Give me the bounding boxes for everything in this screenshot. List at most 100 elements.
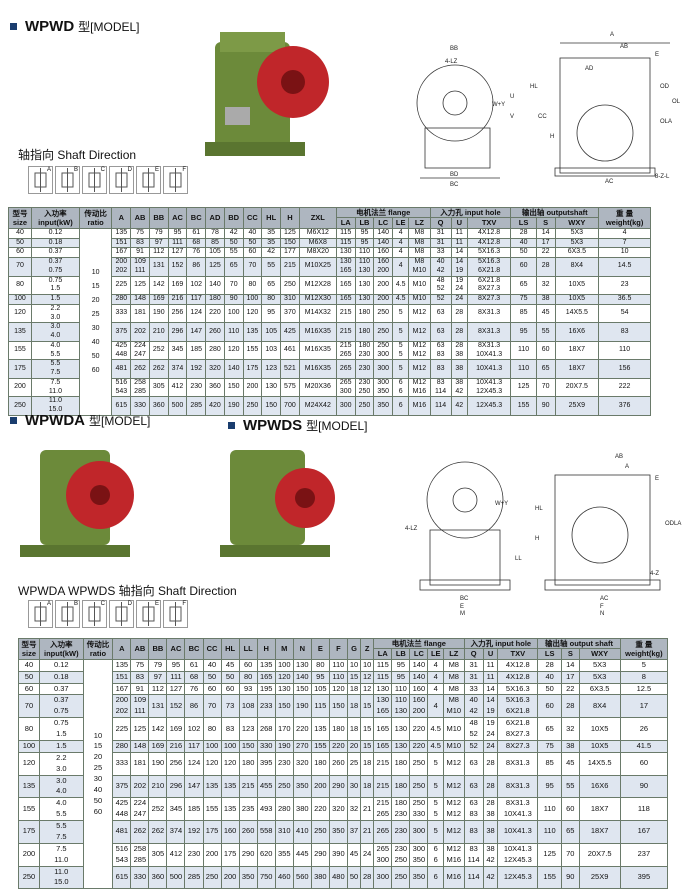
table-cell: 169 bbox=[148, 739, 168, 753]
model-name: WPWDA bbox=[25, 412, 85, 429]
table-cell: 91 bbox=[130, 682, 150, 696]
table-cell: 115 bbox=[335, 227, 356, 239]
table-cell: 169 bbox=[148, 294, 169, 305]
table-cell: 142 bbox=[148, 717, 168, 741]
table-cell: 5 bbox=[619, 658, 669, 672]
table-cell: 115 bbox=[335, 237, 356, 249]
size-cell: 175 bbox=[8, 359, 32, 379]
table-cell: 4.5 bbox=[392, 275, 410, 295]
table-cell: 395 bbox=[256, 751, 276, 776]
column-header: BB bbox=[148, 638, 168, 660]
column-header: LC bbox=[409, 648, 429, 660]
table-cell: 11 bbox=[482, 670, 499, 684]
table-cell: 79 bbox=[148, 227, 169, 239]
table-cell: 493 bbox=[256, 797, 276, 821]
table-cell: 290 bbox=[310, 842, 330, 867]
table-cell: 360 bbox=[148, 396, 169, 416]
table-cell: 100 bbox=[220, 739, 240, 753]
shaft-direction-letter: F bbox=[182, 167, 186, 173]
table-cell: 4 bbox=[427, 670, 445, 684]
table-cell: 50 bbox=[223, 237, 244, 249]
table-cell: 3.0 4.0 bbox=[30, 322, 80, 342]
shaft-direction-title: WPWDA WPWDS 轴指向 Shaft Direction bbox=[18, 584, 237, 598]
table-cell: 0.75 1.5 bbox=[38, 717, 84, 741]
table-cell: 80 bbox=[310, 658, 330, 672]
size-cell: 40 bbox=[18, 658, 40, 672]
table-cell: 1.5 bbox=[38, 739, 84, 753]
table-cell: 68 bbox=[184, 670, 204, 684]
table-cell: 140 bbox=[292, 670, 312, 684]
table-cell: 11 bbox=[450, 227, 468, 239]
table-cell: 16X6 bbox=[554, 322, 600, 342]
table-cell: 262 bbox=[148, 820, 168, 844]
size-cell: 250 bbox=[8, 396, 32, 416]
table-cell: M8 M10 bbox=[408, 257, 431, 277]
table-cell: 5 5 bbox=[427, 797, 445, 821]
table-cell: M16X35 bbox=[298, 322, 337, 342]
table-cell: 280 bbox=[205, 340, 225, 361]
shaft-direction-icon: E bbox=[136, 600, 161, 628]
table-cell: 95 bbox=[354, 227, 375, 239]
table-cell: 147 bbox=[184, 774, 204, 799]
size-cell: 135 bbox=[8, 322, 32, 342]
table-cell: 120 bbox=[223, 340, 244, 361]
table-cell: 80 bbox=[261, 294, 282, 305]
table-cell: 65 bbox=[510, 275, 537, 295]
table-cell: 4 bbox=[392, 237, 410, 249]
table-cell: 135 bbox=[256, 658, 276, 672]
table-cell: 195 bbox=[256, 682, 276, 696]
table-cell: 83 bbox=[598, 322, 651, 342]
table-cell: 38 bbox=[561, 739, 580, 753]
table-cell: M10 bbox=[408, 294, 431, 305]
size-cell: 100 bbox=[18, 739, 40, 753]
table-cell: 111 bbox=[167, 237, 188, 249]
table-cell: 0.18 bbox=[38, 670, 84, 684]
table-cell: 4 bbox=[427, 658, 445, 672]
table-cell: 148 bbox=[130, 294, 150, 305]
table-cell: 30 bbox=[346, 774, 362, 799]
table-cell: 83 bbox=[220, 717, 240, 741]
table-cell: 216 bbox=[166, 739, 186, 753]
table-cell: 4X12.8 bbox=[466, 237, 512, 249]
column-header: N bbox=[292, 638, 312, 660]
table-cell: 296 bbox=[167, 322, 188, 342]
table-cell: 95 bbox=[167, 227, 188, 239]
table-cell: 22 bbox=[561, 682, 580, 696]
table-cell: 32 bbox=[535, 275, 556, 295]
table-cell: 230 bbox=[354, 359, 375, 379]
table-cell: 50 bbox=[537, 682, 563, 696]
column-header: HL bbox=[220, 638, 240, 660]
table-cell: 42 bbox=[223, 227, 244, 239]
table-cell: 0.37 bbox=[38, 682, 84, 696]
table-cell: 86 bbox=[186, 257, 207, 277]
size-cell: 120 bbox=[8, 303, 32, 324]
table-cell: 180 bbox=[354, 303, 375, 324]
table-cell: 20X7.5 bbox=[554, 377, 600, 398]
table-cell: 48 52 bbox=[463, 717, 484, 741]
table-cell: 76 bbox=[184, 682, 204, 696]
table-cell: 262 bbox=[130, 820, 150, 844]
table-cell: 151 bbox=[112, 670, 132, 684]
table-cell: 18X7 bbox=[554, 340, 600, 361]
column-header: E bbox=[310, 638, 330, 660]
shaft-direction-letter: D bbox=[127, 167, 132, 173]
shaft-direction-icon: D bbox=[109, 600, 134, 628]
table-cell: 90 bbox=[619, 774, 669, 799]
table-cell: 31 bbox=[463, 658, 484, 672]
table-cell: 14.5 bbox=[598, 257, 651, 277]
table-cell: 5 bbox=[392, 322, 410, 342]
table-cell: 220 bbox=[310, 797, 330, 821]
table-cell: 85 bbox=[205, 237, 225, 249]
table-cell: 285 bbox=[184, 865, 204, 889]
dimension-label: AD bbox=[585, 66, 594, 72]
size-cell: 175 bbox=[18, 820, 40, 844]
dimension-label: BC bbox=[460, 596, 469, 602]
table-cell: 200 bbox=[310, 774, 330, 799]
table-cell: 38 bbox=[482, 820, 499, 844]
table-cell: 280 bbox=[112, 739, 132, 753]
